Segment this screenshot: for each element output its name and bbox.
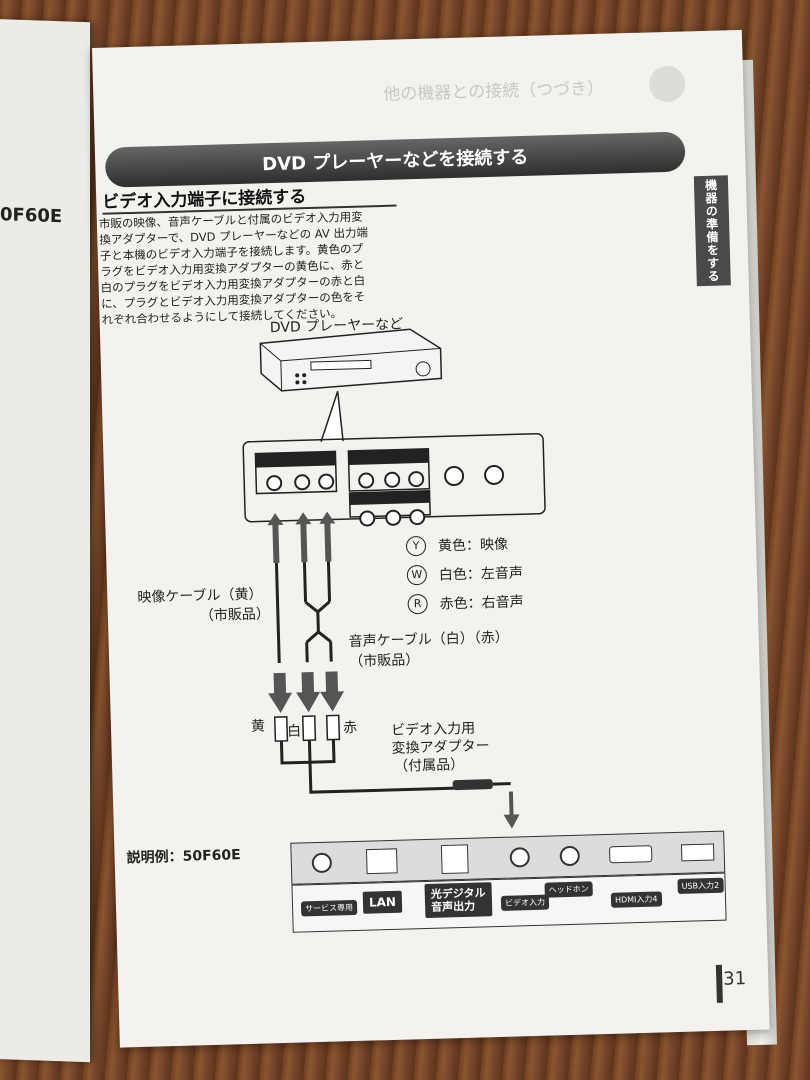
legend-text: 黄色：映像	[437, 536, 509, 555]
hdmi-port-label: HDMI入力4	[610, 891, 662, 908]
legend-mark: Y	[405, 535, 427, 556]
plug-red-label: 赤	[342, 719, 358, 737]
optical-port-label: 光デジタル音声出力	[424, 882, 493, 919]
left-page: 0F60E	[0, 17, 90, 1063]
tv-rear-panel	[290, 830, 726, 885]
usb-port-label: USB入力2	[677, 877, 724, 894]
page-number: 31	[722, 968, 747, 990]
manual-page: 他の機器との接続（つづき） DVD プレーヤーなどを接続する 機器の準備をする …	[92, 29, 770, 1048]
adapter-label-3: （付属品）	[393, 756, 465, 775]
lan-port-label: LAN	[362, 890, 403, 914]
legend-item-red: R 赤色：右音声	[407, 586, 524, 618]
plug-yellow-label: 黄	[250, 718, 266, 735]
plug-white-label: 白	[286, 723, 302, 740]
left-page-model: 0F60E	[0, 204, 63, 228]
legend-mark: R	[407, 593, 428, 614]
optical-label-1: 光デジタル	[430, 886, 486, 901]
color-legend: Y 黄色：映像 W 白色：左音声 R 赤色：右音声	[405, 528, 524, 618]
page-number-bar	[715, 964, 723, 1003]
service-port-label: サービス専用	[300, 899, 358, 917]
video-cable-sub: （市販品）	[199, 606, 271, 625]
headphone-port-label: ヘッドホン	[544, 881, 593, 898]
legend-text: 赤色：右音声	[439, 593, 524, 613]
connection-diagram	[242, 328, 546, 829]
legend-mark: W	[406, 564, 428, 585]
example-label: 説明例：50F60E	[126, 847, 241, 867]
audio-cable-sub: （市販品）	[349, 652, 420, 671]
legend-text: 白色：左音声	[438, 564, 524, 584]
dvd-player-icon	[259, 328, 443, 392]
legend-item-white: W 白色：左音声	[406, 557, 523, 589]
video-in-port-label: ビデオ入力	[500, 894, 550, 911]
legend-item-yellow: Y 黄色：映像	[405, 528, 523, 560]
optical-label-2: 音声出力	[430, 899, 476, 914]
